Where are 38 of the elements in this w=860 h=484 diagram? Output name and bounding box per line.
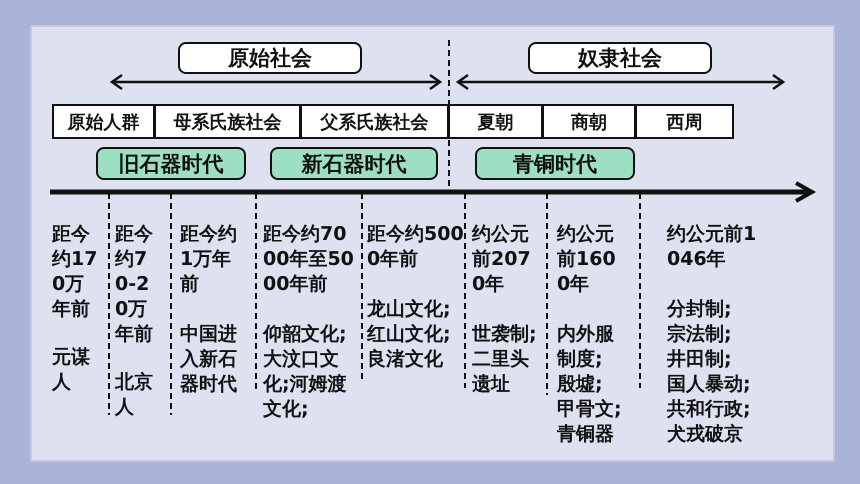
society-box: 原始社会 xyxy=(178,42,362,74)
date-note: 距今约1万年前 xyxy=(180,222,238,297)
date-note: 约公元前1046年 xyxy=(667,222,757,272)
date-note: 约公元前1600年 xyxy=(557,222,617,297)
date-note: 距今约170万年前 xyxy=(52,222,98,322)
event-note: 良渚文化 xyxy=(367,347,444,372)
event-note: 红山文化; xyxy=(367,322,452,347)
society-box: 奴隶社会 xyxy=(528,42,712,74)
date-note: 距今约5000年前 xyxy=(367,222,465,272)
period-cell: 夏朝 xyxy=(448,104,543,139)
event-note: 元谋人 xyxy=(52,345,91,395)
age-box: 青铜时代 xyxy=(475,147,635,180)
event-note: 分封制; xyxy=(667,297,733,322)
date-note: 约公元前2070年 xyxy=(472,222,532,297)
event-note: 井田制; xyxy=(667,347,733,372)
date-note: 距今约70-20万年前 xyxy=(115,222,154,347)
period-cell: 西周 xyxy=(635,104,734,139)
event-note: 共和行政; xyxy=(667,397,752,422)
age-box: 旧石器时代 xyxy=(96,147,246,180)
period-cell: 原始人群 xyxy=(52,104,155,139)
event-note: 青铜器 xyxy=(557,422,615,447)
event-note: 中国进入新石器时代 xyxy=(180,322,238,397)
event-note: 甲骨文; xyxy=(557,397,623,422)
period-cell: 商朝 xyxy=(542,104,636,139)
age-box: 新石器时代 xyxy=(270,147,438,180)
date-note: 距今约7000年至5000年前 xyxy=(263,222,355,297)
event-note: 仰韶文化;大汶口文化;河姆渡文化; xyxy=(263,322,348,422)
event-note: 北京人 xyxy=(115,370,154,420)
event-note: 内外服制度; xyxy=(557,322,615,372)
event-note: 世袭制; xyxy=(472,322,538,347)
event-note: 宗法制; xyxy=(667,322,733,347)
event-note: 二里头遗址 xyxy=(472,347,530,397)
event-note: 国人暴动; xyxy=(667,372,752,397)
event-note: 犬戎破京 xyxy=(667,422,744,447)
period-cell: 父系氏族社会 xyxy=(300,104,449,139)
event-note: 龙山文化; xyxy=(367,297,452,322)
period-cell: 母系氏族社会 xyxy=(154,104,301,139)
event-note: 殷墟; xyxy=(557,372,604,397)
